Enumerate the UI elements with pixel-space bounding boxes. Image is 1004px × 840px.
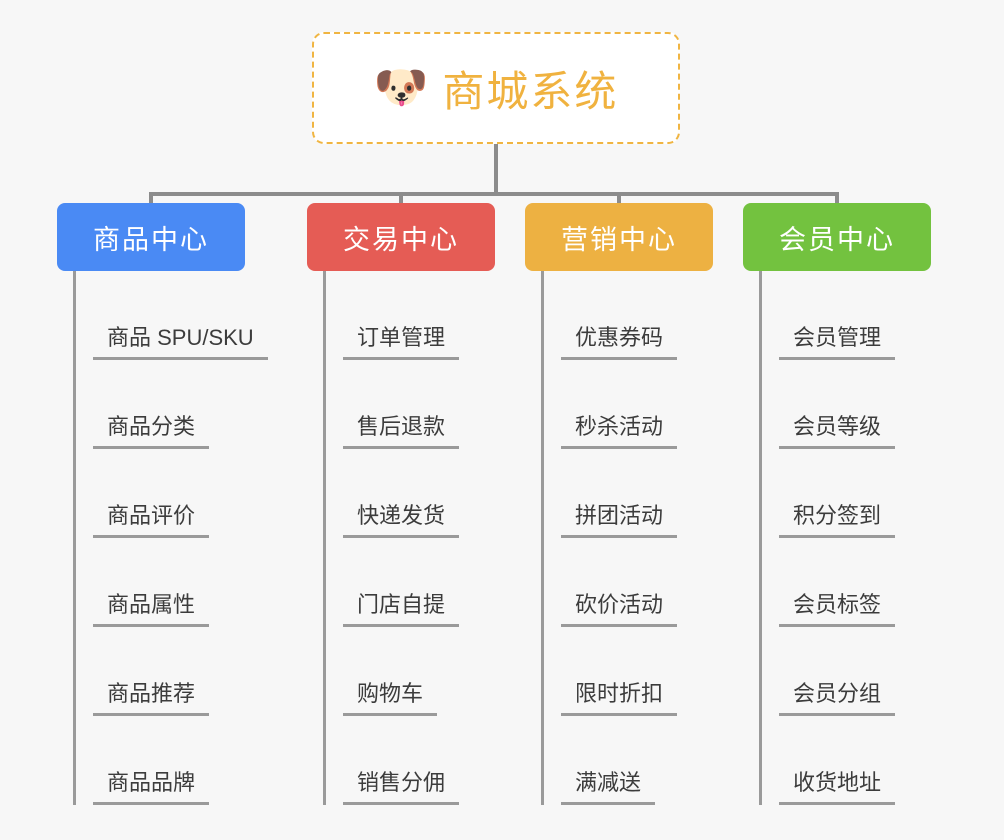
dog-face-icon: 🐶: [373, 63, 429, 112]
list-item[interactable]: 会员管理: [761, 271, 931, 360]
subitem-list: 会员管理 会员等级 积分签到 会员标签 会员分组 收货地址: [743, 271, 931, 805]
category-title: 会员中心: [779, 224, 895, 255]
subitem-label: 销售分佣: [343, 770, 460, 805]
branch-spine: [323, 271, 326, 805]
subitem-label: 优惠券码: [561, 325, 678, 360]
category-header-product-center[interactable]: 商品中心: [57, 203, 245, 271]
subitem-label: 会员等级: [779, 414, 896, 449]
subitem-label: 拼团活动: [561, 503, 678, 538]
subitem-label: 商品 SPU/SKU: [93, 325, 268, 360]
list-item[interactable]: 会员分组: [761, 627, 931, 716]
branch-trade-center: 交易中心 订单管理 售后退款 快递发货 门店自提 购物车 销售分佣: [307, 203, 495, 805]
list-item[interactable]: 商品品牌: [75, 716, 245, 805]
list-item[interactable]: 砍价活动: [543, 538, 713, 627]
list-item[interactable]: 拼团活动: [543, 449, 713, 538]
connector-trunk: [494, 144, 498, 194]
branch-marketing-center: 营销中心 优惠券码 秒杀活动 拼团活动 砍价活动 限时折扣 满减送: [525, 203, 713, 805]
list-item[interactable]: 快递发货: [325, 449, 495, 538]
branch-member-center: 会员中心 会员管理 会员等级 积分签到 会员标签 会员分组 收货地址: [743, 203, 931, 805]
list-item[interactable]: 满减送: [543, 716, 713, 805]
category-header-trade-center[interactable]: 交易中心: [307, 203, 495, 271]
list-item[interactable]: 售后退款: [325, 360, 495, 449]
list-item[interactable]: 商品分类: [75, 360, 245, 449]
category-title: 商品中心: [93, 224, 209, 255]
subitem-label: 售后退款: [343, 414, 460, 449]
list-item[interactable]: 订单管理: [325, 271, 495, 360]
branch-product-center: 商品中心 商品 SPU/SKU 商品分类 商品评价 商品属性 商品推荐 商品品牌: [57, 203, 268, 805]
list-item[interactable]: 收货地址: [761, 716, 931, 805]
list-item[interactable]: 销售分佣: [325, 716, 495, 805]
list-item[interactable]: 积分签到: [761, 449, 931, 538]
subitem-label: 会员分组: [779, 681, 896, 716]
subitem-label: 商品推荐: [93, 681, 210, 716]
subitem-label: 收货地址: [779, 770, 896, 805]
subitem-label: 购物车: [343, 681, 438, 716]
subitem-label: 秒杀活动: [561, 414, 678, 449]
list-item[interactable]: 会员标签: [761, 538, 931, 627]
subitem-label: 会员管理: [779, 325, 896, 360]
subitem-label: 商品品牌: [93, 770, 210, 805]
list-item[interactable]: 秒杀活动: [543, 360, 713, 449]
subitem-list: 商品 SPU/SKU 商品分类 商品评价 商品属性 商品推荐 商品品牌: [57, 271, 268, 805]
subitem-list: 优惠券码 秒杀活动 拼团活动 砍价活动 限时折扣 满减送: [525, 271, 713, 805]
subitem-label: 商品评价: [93, 503, 210, 538]
category-header-marketing-center[interactable]: 营销中心: [525, 203, 713, 271]
list-item[interactable]: 商品评价: [75, 449, 245, 538]
list-item[interactable]: 会员等级: [761, 360, 931, 449]
category-header-member-center[interactable]: 会员中心: [743, 203, 931, 271]
subitem-label: 商品分类: [93, 414, 210, 449]
subitem-label: 订单管理: [343, 325, 460, 360]
page-title: 商城系统: [442, 67, 619, 115]
subitem-label: 满减送: [561, 770, 656, 805]
branch-spine: [541, 271, 544, 805]
category-title: 营销中心: [561, 224, 677, 255]
subitem-label: 商品属性: [93, 592, 210, 627]
list-item[interactable]: 门店自提: [325, 538, 495, 627]
subitem-label: 限时折扣: [561, 681, 678, 716]
branch-spine: [73, 271, 76, 805]
list-item[interactable]: 限时折扣: [543, 627, 713, 716]
subitem-label: 快递发货: [343, 503, 460, 538]
list-item[interactable]: 购物车: [325, 627, 495, 716]
list-item[interactable]: 优惠券码: [543, 271, 713, 360]
list-item[interactable]: 商品推荐: [75, 627, 245, 716]
root-node-card[interactable]: 🐶 商城系统: [312, 32, 680, 144]
subitem-label: 积分签到: [779, 503, 896, 538]
connector-bus: [149, 192, 839, 196]
subitem-label: 门店自提: [343, 592, 460, 627]
list-item[interactable]: 商品 SPU/SKU: [75, 271, 268, 360]
subitem-label: 砍价活动: [561, 592, 678, 627]
list-item[interactable]: 商品属性: [75, 538, 245, 627]
branch-spine: [759, 271, 762, 805]
subitem-label: 会员标签: [779, 592, 896, 627]
subitem-list: 订单管理 售后退款 快递发货 门店自提 购物车 销售分佣: [307, 271, 495, 805]
category-title: 交易中心: [343, 224, 459, 255]
